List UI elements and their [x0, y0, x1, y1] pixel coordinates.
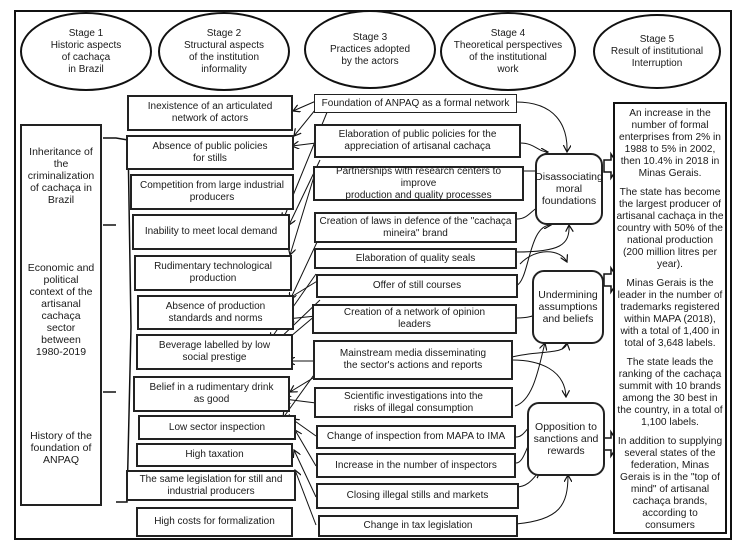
result-item: The state has become the largest produce… — [616, 187, 724, 270]
structural-aspect-box: High costs for formalization — [136, 507, 293, 537]
arrow — [511, 343, 567, 358]
practice-box: Elaboration of public policies for the a… — [314, 124, 521, 158]
stage-3-header: Stage 3 Practices adopted by the actors — [304, 10, 436, 89]
structural-aspect-box: Beverage labelled by low social prestige — [136, 334, 293, 370]
practice-box: Change in tax legislation — [318, 515, 518, 537]
arrow — [294, 450, 317, 498]
arrow — [511, 359, 566, 397]
arrow — [290, 239, 319, 300]
stage-2-label: Stage 2 Structural aspects of the instit… — [183, 27, 265, 75]
structural-aspect-box: The same legislation for still and indus… — [126, 470, 296, 501]
structural-aspect-box: Belief in a rudimentary drink as good — [133, 376, 290, 412]
practice-box: Creation of laws in defence of the "cach… — [314, 212, 517, 243]
structural-aspect-box: Competition from large industrial produc… — [130, 174, 294, 210]
results-box: An increase in the number of formal ente… — [613, 102, 727, 534]
arrow — [515, 475, 568, 525]
practice-box: Offer of still courses — [316, 274, 518, 298]
practice-box: Scientific investigations into the risks… — [314, 387, 513, 418]
arrow — [519, 251, 567, 265]
result-item: An increase in the number of formal ente… — [619, 108, 721, 179]
arrow — [519, 142, 548, 152]
arrow — [515, 101, 567, 152]
historic-aspects-box: Inheritance of the criminalization of ca… — [20, 124, 102, 506]
arrow — [295, 430, 317, 467]
stage-4-label: Stage 4 Theoretical perspectives of the … — [453, 27, 563, 75]
stage-2-header: Stage 2 Structural aspects of the instit… — [158, 12, 290, 91]
structural-aspect-box: Rudimentary technological production — [134, 255, 292, 291]
practice-box: Creation of a network of opinion leaders — [312, 304, 517, 334]
stage-5-header: Stage 5 Result of institutional Interrup… — [593, 14, 721, 89]
practice-box: Foundation of ANPAQ as a formal network — [314, 94, 517, 113]
result-item: Minas Gerais is the leader in the number… — [617, 278, 723, 349]
structural-aspect-box: Inability to meet local demand — [132, 214, 290, 250]
practice-box: Increase in the number of inspectors — [316, 453, 516, 478]
perspective-undermining-assumptions: Undermining assumptions and beliefs — [532, 270, 604, 344]
stage-1-label: Stage 1 Historic aspects of cachaça in B… — [50, 27, 122, 75]
stage-5-label: Stage 5 Result of institutional Interrup… — [610, 33, 704, 69]
arrow — [515, 225, 551, 287]
result-item: In addition to supplying several states … — [617, 436, 723, 531]
structural-aspect-box: Absence of public policies for stills — [126, 135, 294, 170]
perspective-opposition-sanctions: Opposition to sanctions and rewards — [527, 402, 605, 476]
historic-aspect-criminalization: Inheritance of the criminalization of ca… — [27, 146, 95, 206]
stage-4-header: Stage 4 Theoretical perspectives of the … — [440, 12, 576, 91]
arrow — [292, 143, 317, 146]
practice-box: Partnerships with research centers to im… — [313, 166, 524, 201]
arrow — [290, 169, 317, 255]
perspective-disassociating-moral-foundations: Disassociating moral foundations — [535, 153, 603, 225]
structural-aspect-box: Low sector inspection — [138, 415, 296, 440]
bracket-connector — [103, 137, 132, 503]
arrow — [292, 419, 317, 437]
practice-box: Elaboration of quality seals — [314, 248, 517, 269]
arrow — [293, 100, 317, 111]
arrow — [295, 470, 317, 526]
structural-aspect-box: High taxation — [136, 443, 293, 467]
stage-3-label: Stage 3 Practices adopted by the actors — [329, 31, 411, 67]
structural-aspect-box: Absence of production standards and norm… — [137, 295, 294, 330]
result-item: The state leads the ranking of the cacha… — [617, 357, 723, 428]
arrow — [514, 343, 545, 407]
practice-box: Change of inspection from MAPA to IMA — [316, 425, 516, 449]
structural-aspect-box: Inexistence of an articulated network of… — [127, 95, 293, 131]
historic-aspect-anpaq-history: History of the foundation of ANPAQ — [30, 430, 92, 466]
practice-box: Mainstream media disseminating the secto… — [313, 340, 513, 380]
stage-1-header: Stage 1 Historic aspects of cachaça in B… — [20, 12, 152, 91]
historic-aspect-economic-context: Economic and political context of the ar… — [27, 262, 95, 358]
arrow — [515, 225, 569, 253]
practice-box: Closing illegal stills and markets — [316, 483, 519, 509]
